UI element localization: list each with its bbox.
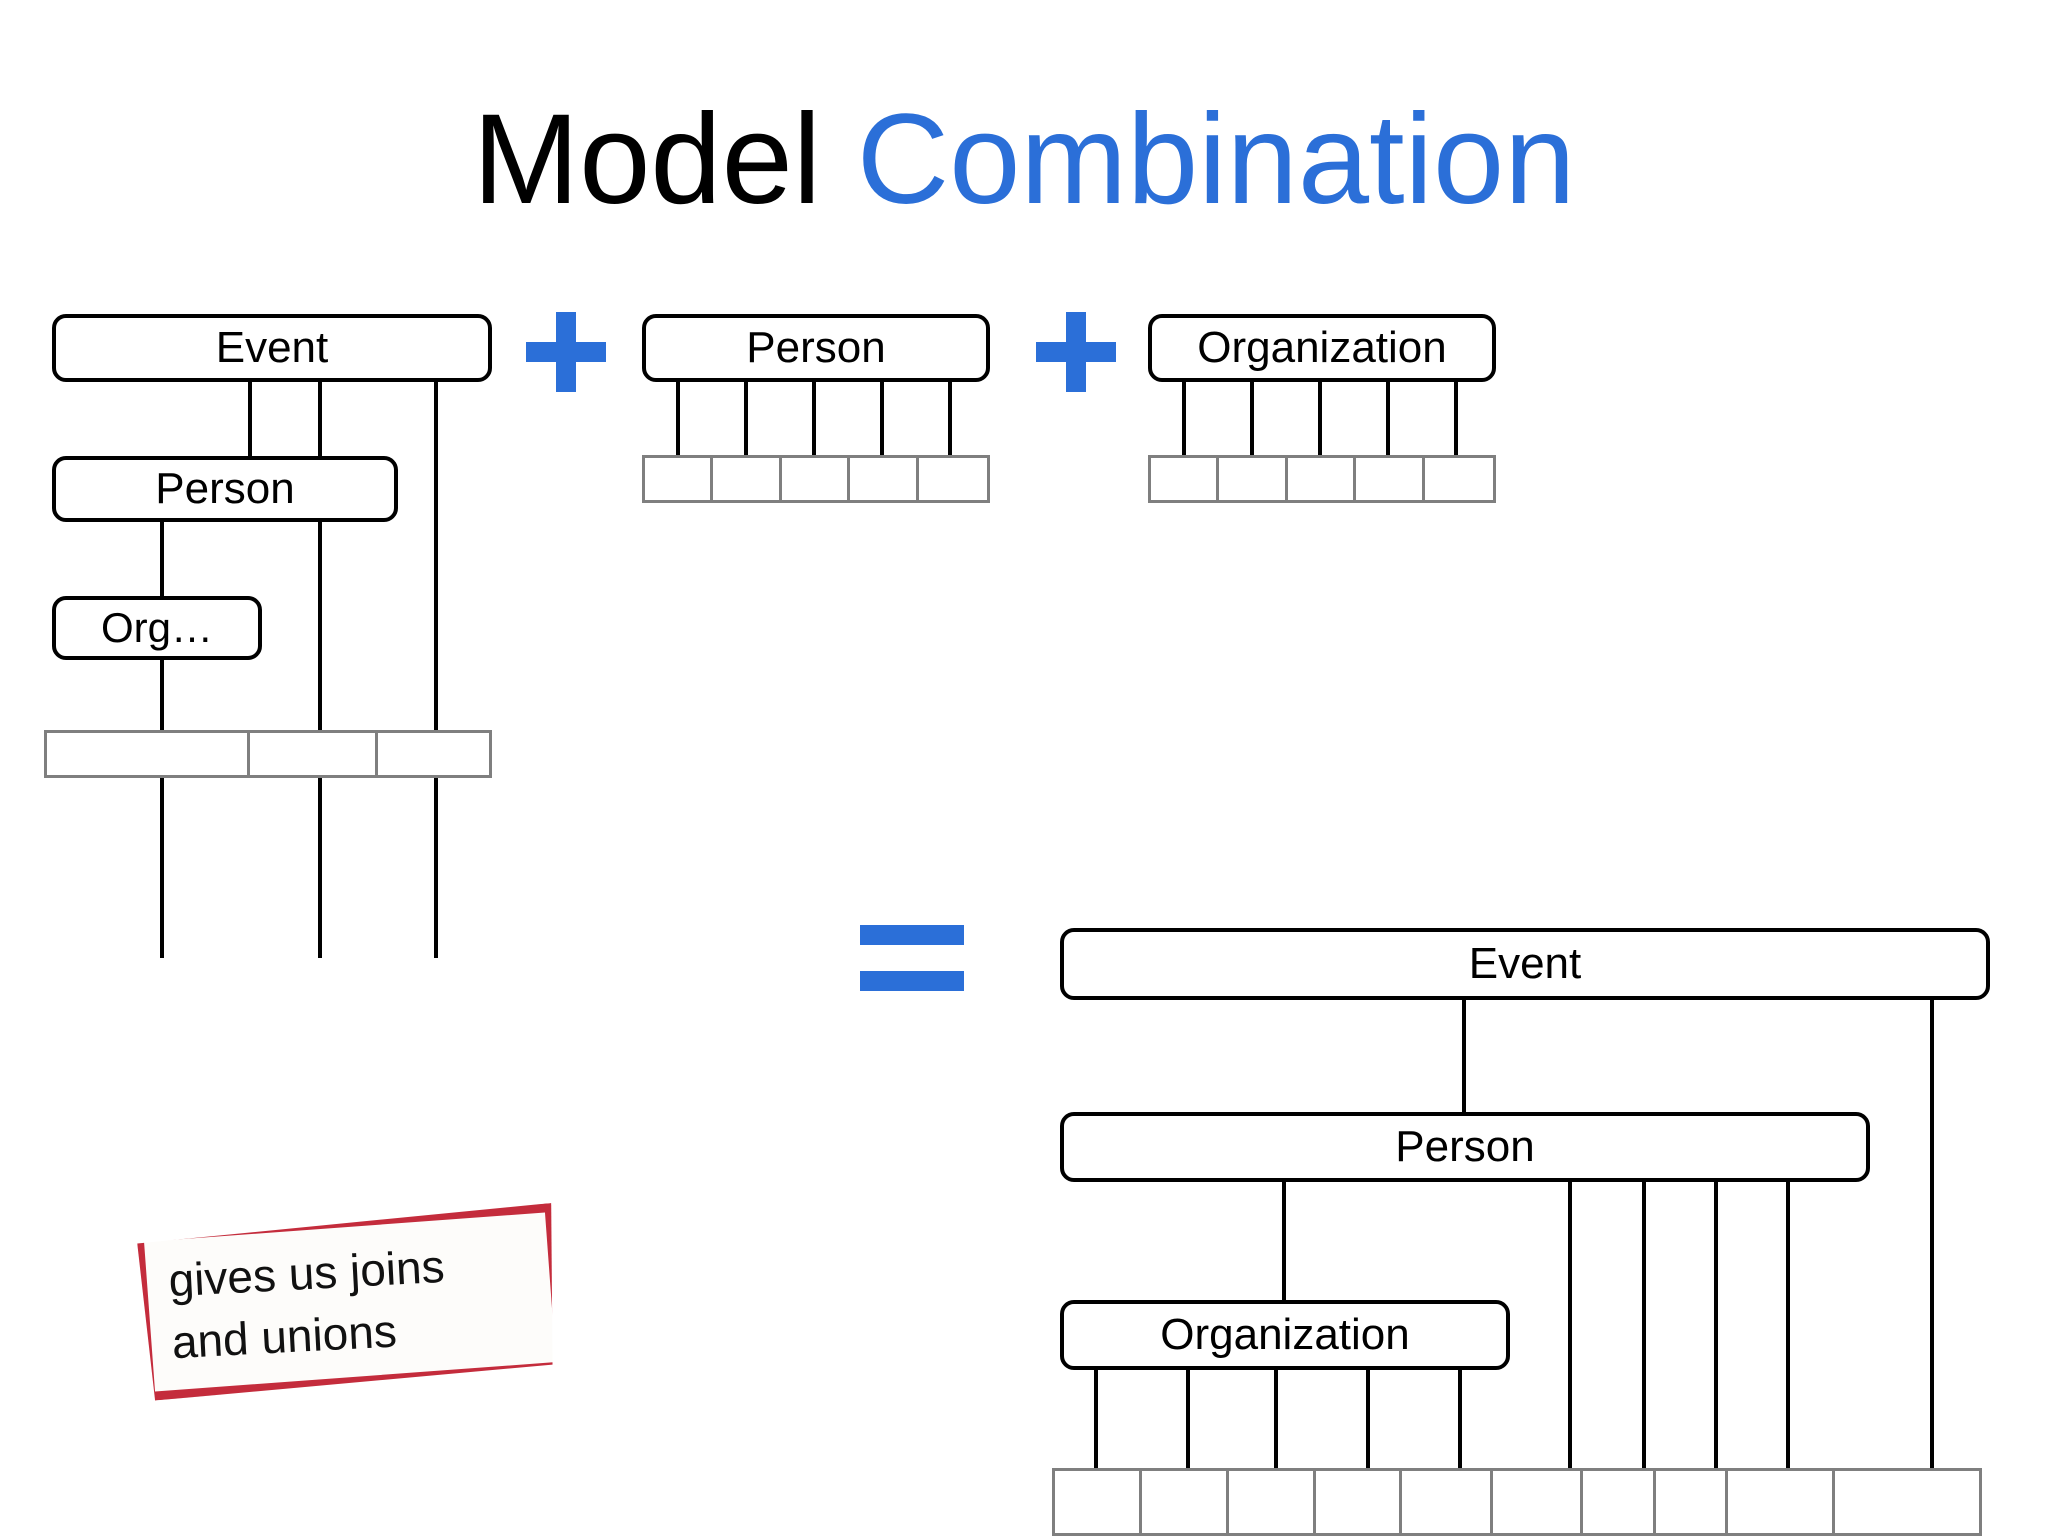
- entity-box-person[interactable]: Person: [52, 456, 398, 522]
- operator-equals: =: [860, 925, 964, 991]
- entity-box-event[interactable]: Event: [1060, 928, 1990, 1000]
- cell[interactable]: [47, 733, 251, 775]
- entity-box-person[interactable]: Person: [642, 314, 990, 382]
- connector-organization-to-cell-3: [1274, 1368, 1278, 1478]
- entity-box-organization[interactable]: Organization: [1148, 314, 1496, 382]
- connector-organization-to-cell-3: [1318, 378, 1322, 460]
- cell[interactable]: [1055, 1471, 1142, 1533]
- connector-organization-to-cell-5: [1458, 1368, 1462, 1478]
- connector-person-to-cell-4: [880, 378, 884, 460]
- cell[interactable]: [1727, 1471, 1835, 1533]
- cell[interactable]: [1655, 1471, 1728, 1533]
- entity-label: Person: [1395, 1122, 1535, 1171]
- connector-person-to-cell-8: [1714, 1180, 1718, 1478]
- entity-box-person[interactable]: Person: [1060, 1112, 1870, 1182]
- page-title-part-2: Combination: [856, 88, 1576, 231]
- sticky-note[interactable]: gives us joins and unions: [134, 1203, 565, 1401]
- connector-event-to-person: [248, 378, 252, 498]
- entity-label: Event: [1468, 939, 1582, 988]
- cell[interactable]: [1315, 1471, 1403, 1533]
- connector-person-to-cell-9: [1786, 1180, 1790, 1478]
- connector-organization-to-cell-2: [1186, 1368, 1190, 1478]
- entity-label: Organization: [1197, 323, 1447, 372]
- connector-event-to-cell-10: [1930, 1000, 1934, 1478]
- entity-label: Org…: [100, 604, 213, 651]
- connector-event-to-cell-3: [434, 378, 438, 958]
- page-title-part-1: Model: [472, 88, 857, 231]
- cell[interactable]: [850, 458, 919, 500]
- connector-person-to-cell-5: [948, 378, 952, 460]
- connector-person-to-org: [160, 518, 164, 638]
- cell-row-combined-model[interactable]: [1052, 1468, 1982, 1536]
- cell[interactable]: [1492, 1471, 1584, 1533]
- connector-organization-to-cell-1: [1094, 1368, 1098, 1478]
- entity-box-organization[interactable]: Organization: [1060, 1300, 1510, 1370]
- operator-plus-1: +: [526, 312, 606, 392]
- connector-person-to-organization: [1282, 1180, 1286, 1322]
- cell[interactable]: [1228, 1471, 1316, 1533]
- cell[interactable]: [645, 458, 714, 500]
- cell[interactable]: [1583, 1471, 1656, 1533]
- connector-organization-to-cell-5: [1454, 378, 1458, 460]
- sticky-note-text: gives us joins and unions: [167, 1230, 547, 1374]
- connector-organization-to-cell-4: [1366, 1368, 1370, 1478]
- page-title: Model Combination: [0, 96, 2048, 224]
- connector-organization-to-cell-1: [1182, 378, 1186, 460]
- connector-person-to-cell-7: [1642, 1180, 1646, 1478]
- cell-row-event-model[interactable]: [44, 730, 492, 778]
- cell[interactable]: [1287, 458, 1357, 500]
- connector-organization-to-cell-4: [1386, 378, 1390, 460]
- cell[interactable]: [1424, 458, 1493, 500]
- operator-plus-2: +: [1036, 312, 1116, 392]
- cell[interactable]: [378, 733, 489, 775]
- cell-row-person-model[interactable]: [642, 455, 990, 503]
- connector-person-to-cell-1: [676, 378, 680, 460]
- entity-label: Event: [215, 323, 329, 372]
- connector-person-to-cell-6: [1568, 1180, 1572, 1478]
- cell[interactable]: [713, 458, 782, 500]
- entity-box-event[interactable]: Event: [52, 314, 492, 382]
- connector-person-to-cell-3: [812, 378, 816, 460]
- equals-bar-bottom: [860, 971, 964, 991]
- cell[interactable]: [1219, 458, 1288, 500]
- equals-bar-top: [860, 925, 964, 945]
- entity-label: Person: [746, 323, 886, 372]
- cell[interactable]: [1834, 1471, 1979, 1533]
- connector-person-to-cell-2: [744, 378, 748, 460]
- cell[interactable]: [918, 458, 987, 500]
- cell[interactable]: [781, 458, 851, 500]
- connector-organization-to-cell-2: [1250, 378, 1254, 460]
- cell[interactable]: [1141, 1471, 1229, 1533]
- cell[interactable]: [1356, 458, 1425, 500]
- entity-box-organization[interactable]: Org…: [52, 596, 262, 660]
- cell[interactable]: [1151, 458, 1220, 500]
- entity-label: Person: [155, 464, 295, 513]
- entity-label: Organization: [1160, 1310, 1410, 1359]
- connector-event-to-cell-2: [318, 378, 322, 958]
- cell-row-organization-model[interactable]: [1148, 455, 1496, 503]
- connector-org-to-cell-1: [160, 658, 164, 958]
- cell[interactable]: [1402, 1471, 1493, 1533]
- connector-event-to-person: [1462, 1000, 1466, 1114]
- cell[interactable]: [250, 733, 379, 775]
